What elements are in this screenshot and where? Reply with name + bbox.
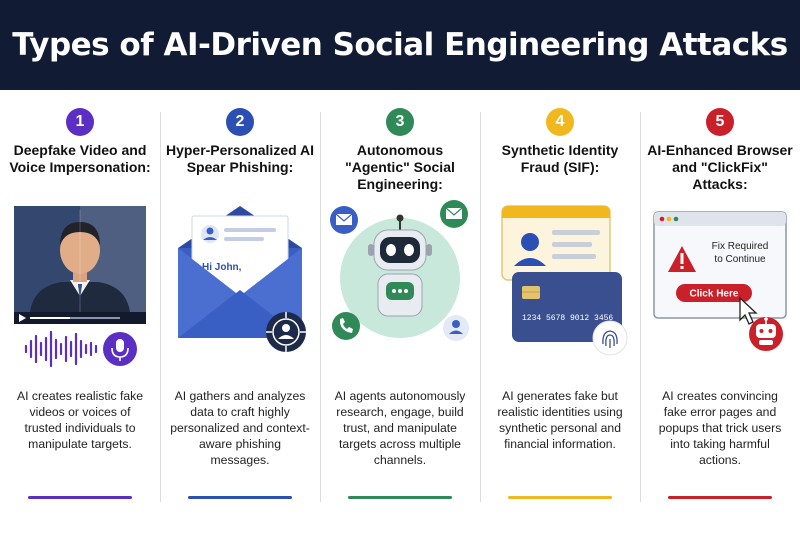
column-description: AI agents autonomously research, engage,… bbox=[334, 389, 466, 467]
envelope-icon: Hi John, bbox=[160, 200, 320, 380]
column-title: Hyper-Personalized AI Spear Phishing: bbox=[165, 142, 315, 175]
accent-bar bbox=[348, 496, 452, 499]
column-title: Autonomous "Agentic" Social Engineering: bbox=[345, 142, 455, 192]
column-clickfix: 5 AI-Enhanced Browser and "ClickFix" Att… bbox=[640, 90, 800, 533]
column-title: AI-Enhanced Browser and "ClickFix" Attac… bbox=[647, 142, 793, 192]
column-divider bbox=[320, 112, 321, 502]
step-number-badge: 3 bbox=[386, 108, 414, 136]
accent-bar bbox=[28, 496, 132, 499]
column-synthetic-identity: 4 Synthetic Identity Fraud (SIF): 1234 5… bbox=[480, 90, 640, 533]
browser-popup-icon: Fix Required to Continue Click Here bbox=[640, 200, 800, 380]
column-deepfake: 1 Deepfake Video and Voice Impersonation… bbox=[0, 90, 160, 533]
column-description: AI creates convincing fake error pages a… bbox=[658, 389, 782, 467]
column-spear-phishing: 2 Hyper-Personalized AI Spear Phishing: … bbox=[160, 90, 320, 533]
column-title: Synthetic Identity Fraud (SIF): bbox=[501, 142, 619, 175]
letter-greeting: Hi John, bbox=[202, 262, 242, 273]
column-title: Deepfake Video and Voice Impersonation: bbox=[9, 142, 151, 175]
card-number: 1234 5678 9012 3456 bbox=[522, 314, 613, 323]
deepfake-video-icon bbox=[0, 200, 160, 380]
robot-icon bbox=[320, 200, 480, 380]
step-number-badge: 1 bbox=[66, 108, 94, 136]
step-number-badge: 2 bbox=[226, 108, 254, 136]
column-description: AI gathers and analyzes data to craft hi… bbox=[170, 389, 310, 467]
attack-columns: 1 Deepfake Video and Voice Impersonation… bbox=[0, 90, 800, 533]
accent-bar bbox=[508, 496, 612, 499]
column-agentic: 3 Autonomous "Agentic" Social Engineerin… bbox=[320, 90, 480, 533]
column-description: AI generates fake but realistic identiti… bbox=[497, 389, 623, 451]
column-divider bbox=[640, 112, 641, 502]
popup-button-label: Click Here bbox=[690, 289, 739, 300]
id-card-icon: 1234 5678 9012 3456 bbox=[480, 200, 640, 380]
page-title: Types of AI-Driven Social Engineering At… bbox=[12, 27, 788, 63]
popup-title-line1: Fix Required bbox=[712, 241, 769, 252]
step-number-badge: 4 bbox=[546, 108, 574, 136]
header-banner: Types of AI-Driven Social Engineering At… bbox=[0, 0, 800, 90]
column-divider bbox=[160, 112, 161, 502]
column-description: AI creates realistic fake videos or voic… bbox=[17, 389, 143, 451]
column-divider bbox=[480, 112, 481, 502]
popup-title-line2: to Continue bbox=[714, 254, 766, 265]
accent-bar bbox=[668, 496, 772, 499]
accent-bar bbox=[188, 496, 292, 499]
step-number-badge: 5 bbox=[706, 108, 734, 136]
